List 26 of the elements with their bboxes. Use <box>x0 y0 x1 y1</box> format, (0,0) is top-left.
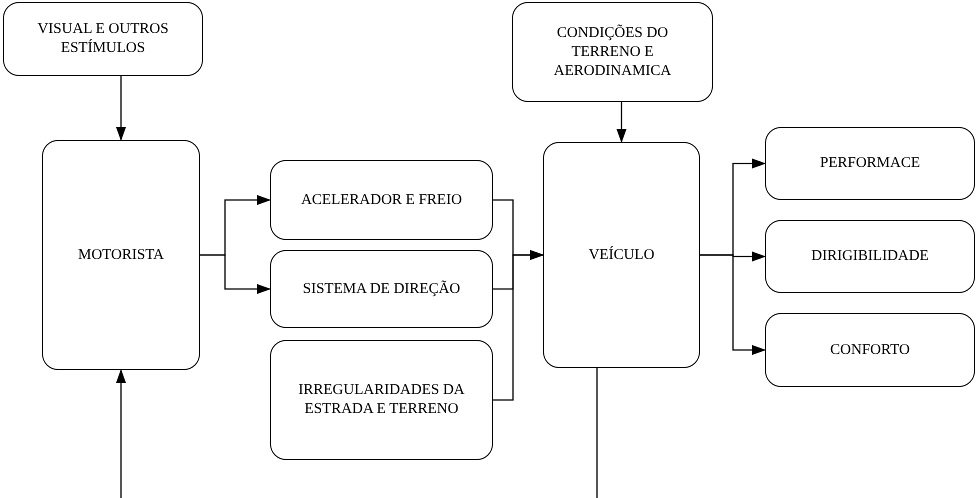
box-label: CONFORTO <box>830 340 910 360</box>
output-box <box>765 313 975 387</box>
arrow <box>493 250 544 401</box>
box-label: VEÍCULO <box>588 246 654 264</box>
input-box <box>512 2 713 102</box>
control-box <box>270 160 493 240</box>
box-label: PERFORMACE <box>820 154 920 173</box>
box-label: IRREGULARIDADES DA ESTRADA E TERRENO <box>297 381 466 419</box>
arrow <box>116 369 126 498</box>
arrow <box>200 254 271 294</box>
control-box <box>270 250 493 328</box>
box-label: DIRIGIBILIDADE <box>811 247 929 266</box>
arrow <box>116 76 126 141</box>
process-box <box>543 142 700 368</box>
box-label: SISTEMA DE DIREÇÃO <box>302 280 460 298</box>
box-label: MOTORISTA <box>78 246 164 264</box>
process-box <box>42 140 200 370</box>
box-label: CONDIÇÕES DO TERRENO E AERODINAMICA <box>552 24 672 80</box>
arrow <box>700 254 766 355</box>
box-label: ACELERADOR E FREIO <box>301 190 462 210</box>
input-box <box>3 2 203 76</box>
output-box <box>765 127 975 200</box>
box-label: VISUAL E OUTROS ESTÍMULOS <box>36 20 170 58</box>
arrow <box>616 102 626 143</box>
input-box <box>270 340 493 460</box>
output-box <box>765 220 975 293</box>
